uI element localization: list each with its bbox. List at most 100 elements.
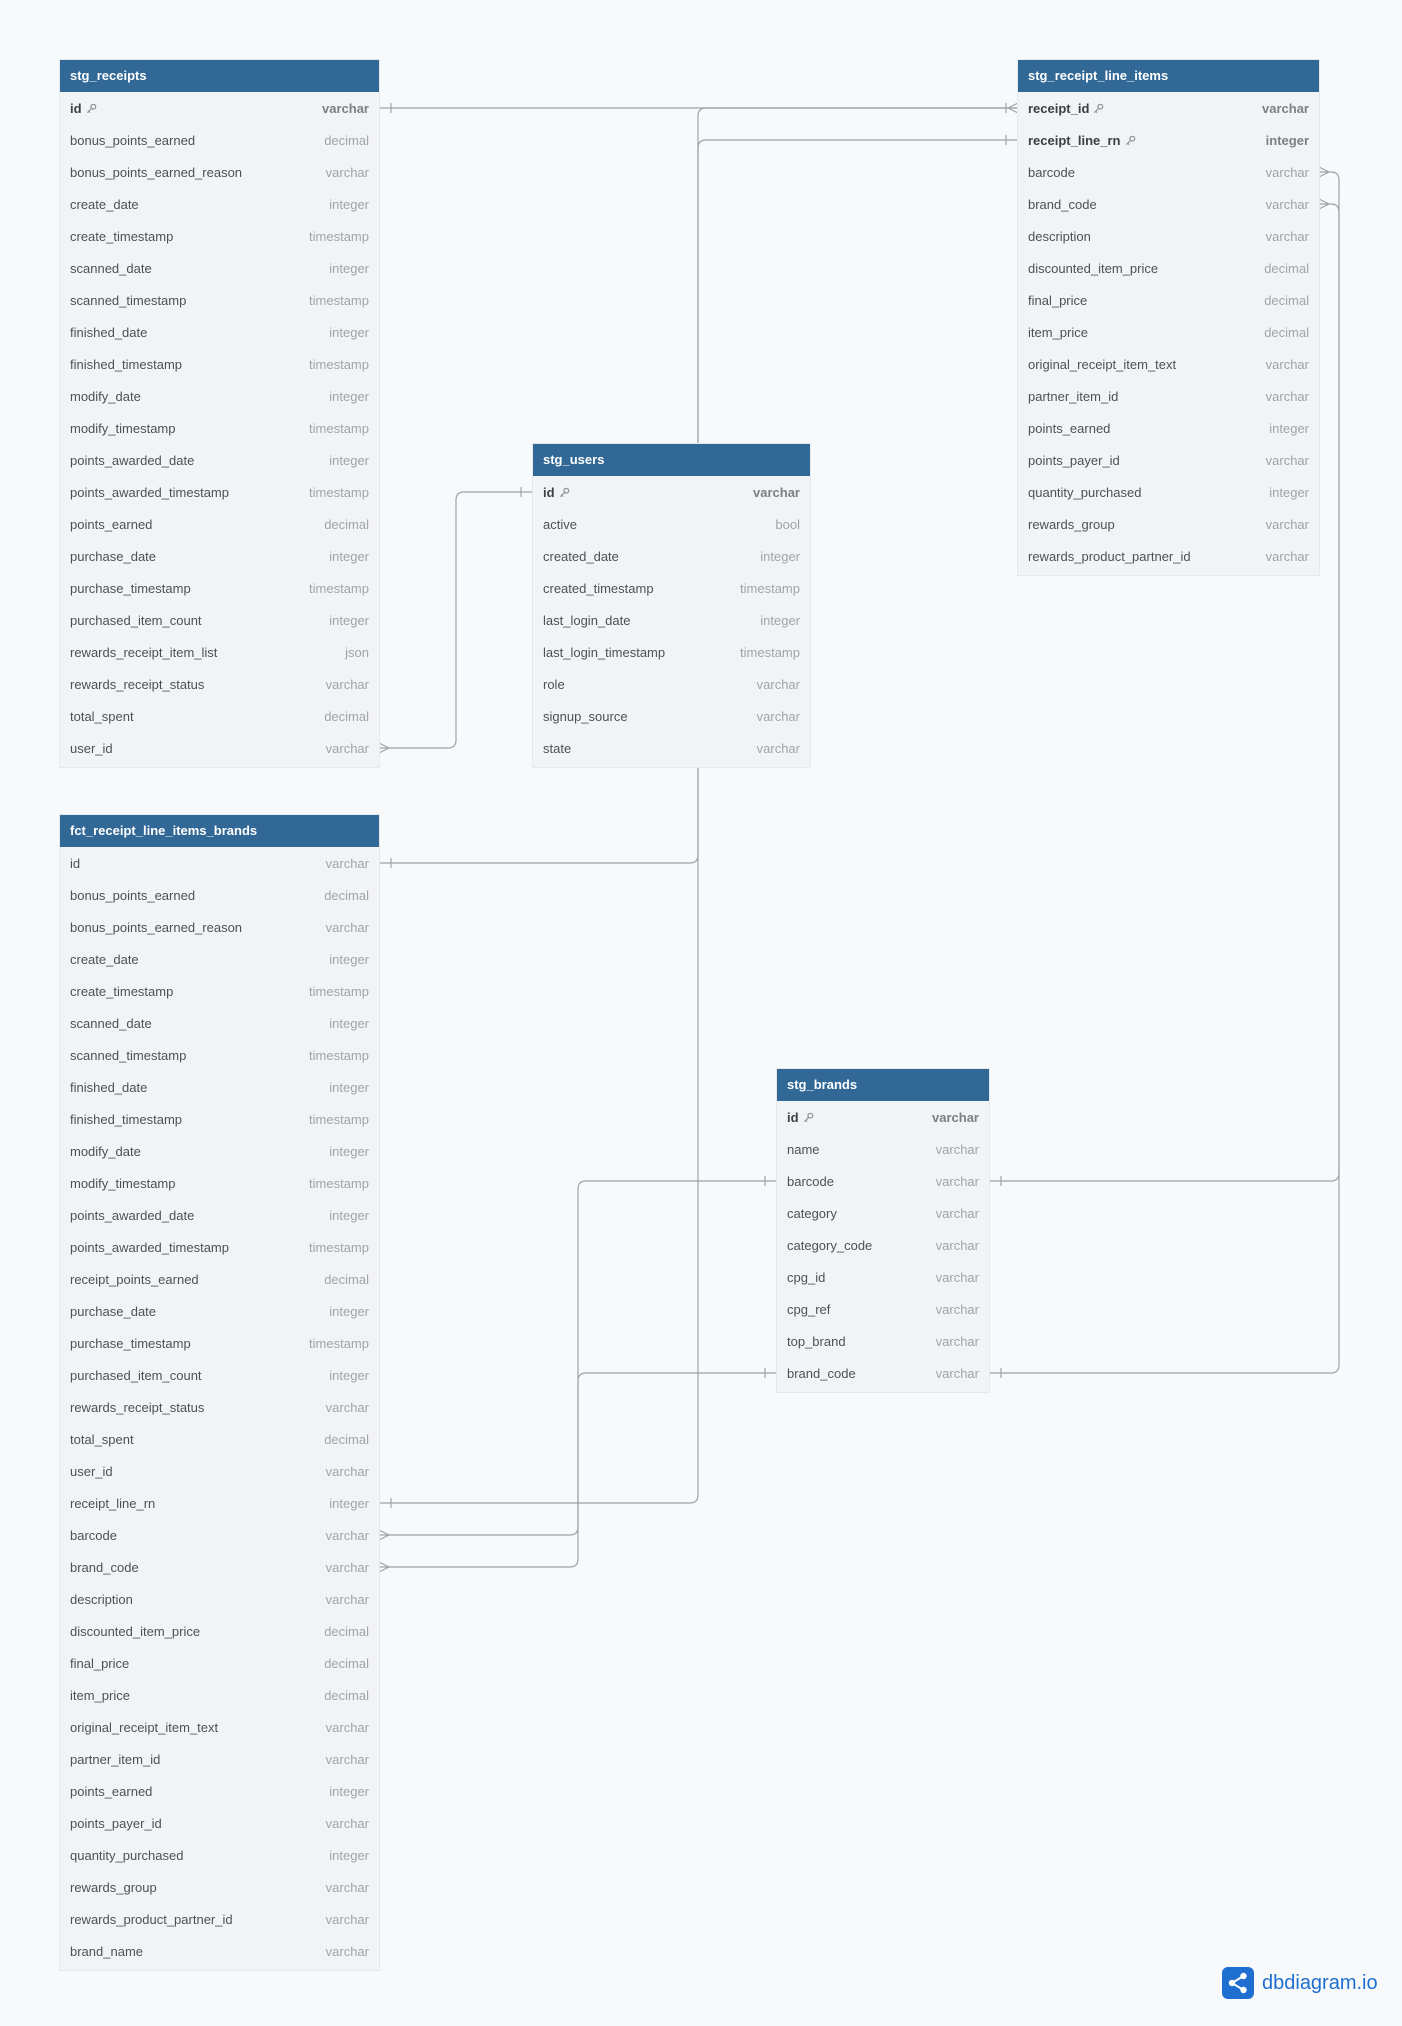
- table-header[interactable]: stg_receipts: [60, 60, 379, 92]
- dbdiagram-brand-link[interactable]: dbdiagram.io: [1222, 1966, 1378, 2000]
- relationship-line-6[interactable]: [379, 1180, 777, 1536]
- table-header[interactable]: stg_users: [533, 444, 810, 476]
- table-header[interactable]: stg_brands: [777, 1069, 989, 1101]
- relationship-line-1[interactable]: [379, 491, 533, 749]
- table-header[interactable]: stg_receipt_line_items: [1018, 60, 1319, 92]
- table-header[interactable]: fct_receipt_line_items_brands: [60, 815, 379, 847]
- relationship-line-7[interactable]: [379, 1372, 777, 1568]
